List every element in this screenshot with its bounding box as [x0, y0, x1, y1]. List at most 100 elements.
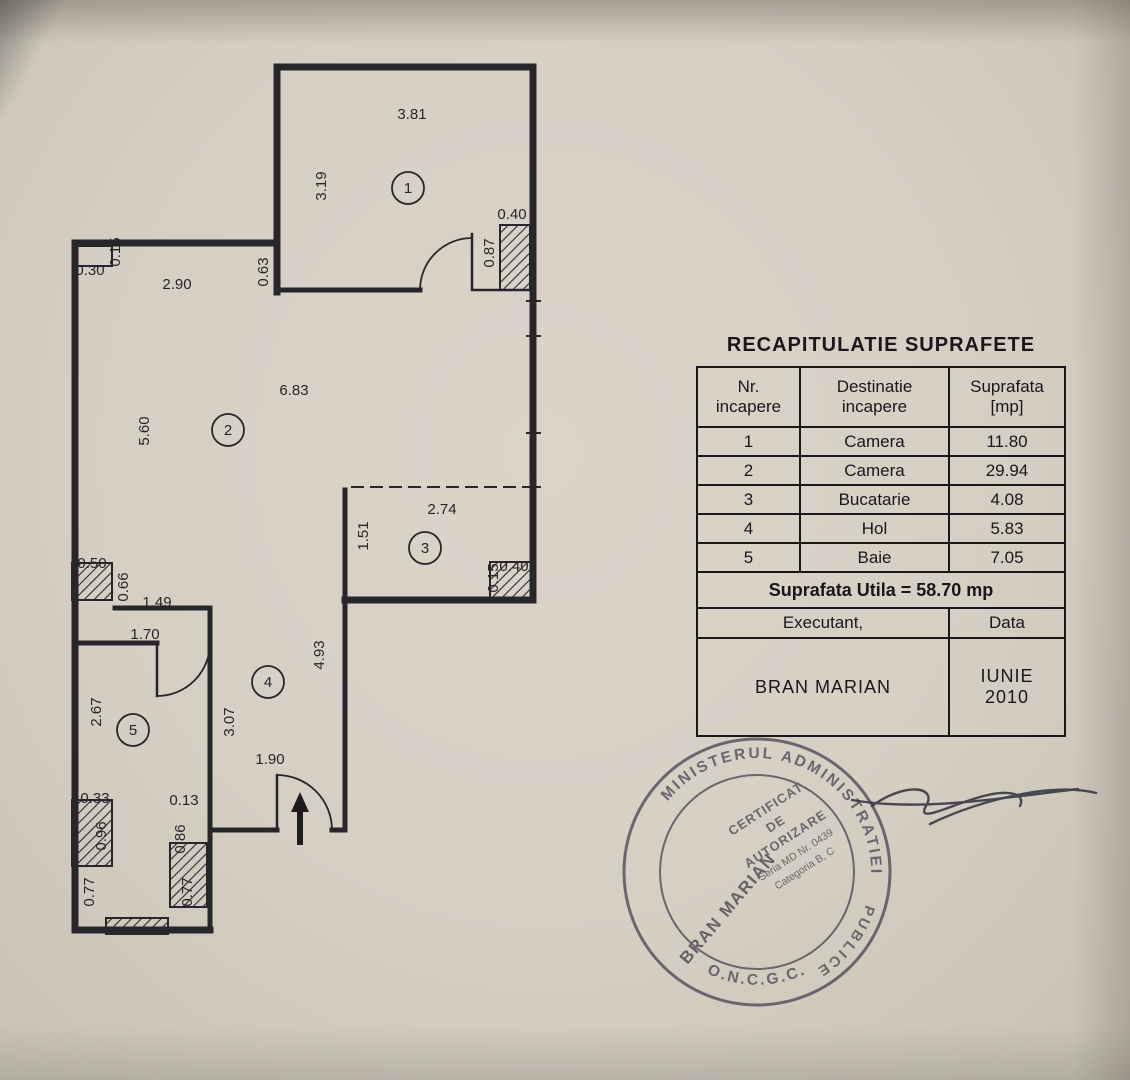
table-row: 3 Bucatarie 4.08: [696, 484, 1066, 515]
recap-title: RECAPITULATIE SUPRAFETE: [726, 334, 1036, 356]
cell-suprafata: 5.83: [948, 513, 1066, 544]
window-hatch-room3: [489, 561, 532, 599]
cell-destinatie: Camera: [799, 455, 950, 486]
window-hatch-bottom: [105, 917, 169, 935]
door-arc-room1: [419, 237, 473, 291]
signature-stroke: [928, 788, 1098, 826]
total-row: Suprafata Utila = 58.70 mp: [696, 571, 1066, 609]
window-tick-marks: [526, 300, 541, 488]
exterior-wall-top-right: [273, 63, 537, 604]
room-number: 5: [129, 722, 137, 739]
walls-group: [71, 63, 541, 934]
col-header-destinatie: Destinatie incapere: [799, 366, 950, 428]
window-hatch-left-upper: [71, 562, 113, 601]
room-number: 4: [264, 674, 272, 691]
cell-nr: 1: [696, 426, 801, 457]
cell-suprafata: 4.08: [948, 484, 1066, 515]
col-header-suprafata: Suprafata [mp]: [948, 366, 1066, 428]
interior-walls: [72, 287, 423, 933]
table-row: 4 Hol 5.83: [696, 513, 1066, 544]
stamp-outer-circle: [622, 737, 892, 1007]
room-number: 2: [224, 422, 232, 439]
table-row: 1 Camera 11.80: [696, 426, 1066, 457]
pillar-outline: [75, 245, 113, 267]
dimension-label: 0.87: [481, 238, 498, 267]
cell-suprafata: 11.80: [948, 426, 1066, 457]
cell-destinatie: Hol: [799, 513, 950, 544]
dimension-label: 3.07: [221, 707, 238, 736]
data-label-cell: Data: [948, 607, 1066, 639]
cell-nr: 2: [696, 455, 801, 486]
dimension-label: 3.19: [313, 171, 330, 200]
col-header-nr: Nr. incapere: [696, 366, 801, 428]
room-number-circle: [408, 531, 442, 565]
dimension-label: 2.90: [162, 276, 191, 293]
total-area-cell: Suprafata Utila = 58.70 mp: [696, 571, 1066, 609]
cell-destinatie: Camera: [799, 426, 950, 457]
room-number-circle: [391, 171, 425, 205]
cell-nr: 5: [696, 542, 801, 573]
dimension-label: 0.66: [115, 572, 132, 601]
room-number: 3: [421, 540, 429, 557]
stamp-ring-bottom-text: O.N.C.G.C.: [705, 961, 809, 989]
dimension-label: 0.40: [497, 206, 526, 223]
cell-suprafata: 7.05: [948, 542, 1066, 573]
recap-table: Nr. incapere Destinatie incapere Suprafa…: [696, 366, 1066, 737]
executant-signature-row: BRAN MARIAN IUNIE 2010: [696, 637, 1066, 737]
dimension-label: 3.81: [397, 106, 426, 123]
dimension-label: 5.60: [136, 416, 153, 445]
date-cell: IUNIE 2010: [948, 637, 1066, 737]
table-row: 5 Baie 7.05: [696, 542, 1066, 573]
door-arc-room5: [156, 642, 211, 697]
hatched-openings-group: [71, 224, 532, 935]
room-badges-group: 1 2 3 4 5: [116, 171, 442, 747]
signature-scribble: [850, 787, 1098, 826]
entrance-arrow: [291, 792, 309, 845]
dimension-label: 2.67: [88, 697, 105, 726]
room-number-circle: [211, 413, 245, 447]
executant-name-cell: BRAN MARIAN: [696, 637, 950, 737]
dimension-label: 0.77: [179, 877, 196, 906]
dimension-label: 0.15: [485, 563, 502, 592]
signature-stroke: [870, 788, 1023, 815]
executant-label-cell: Executant,: [696, 607, 950, 639]
dimension-label: 1.90: [255, 751, 284, 768]
cell-suprafata: 29.94: [948, 455, 1066, 486]
dimension-label: 1.49: [142, 594, 171, 611]
signature-stroke: [850, 787, 1080, 806]
duct-hatch-room5: [169, 842, 208, 908]
room-number-circle: [116, 713, 150, 747]
executant-header-row: Executant, Data: [696, 607, 1066, 639]
room-number-circle: [251, 665, 285, 699]
dimension-label: 0.40: [499, 558, 528, 575]
stamp-inner-circle: [659, 774, 855, 970]
official-stamp: MINISTERUL ADMINISTRATIEI O.N.C.G.C. PUB…: [622, 737, 892, 1007]
dimension-label: 0.96: [93, 821, 110, 850]
dimension-label: 0.33: [80, 790, 109, 807]
cell-nr: 3: [696, 484, 801, 515]
dimension-label: 1.51: [355, 521, 372, 550]
door-arc-entrance: [276, 774, 333, 831]
dimension-label: 0.15: [107, 237, 124, 266]
dimension-label: 0.50: [77, 555, 106, 572]
dimension-label: 0.13: [169, 792, 198, 809]
dimension-label: 0.86: [172, 824, 189, 853]
dimension-label: 2.74: [427, 501, 456, 518]
dimension-label: 1.70: [130, 626, 159, 643]
cell-destinatie: Baie: [799, 542, 950, 573]
dimension-label: 6.83: [279, 382, 308, 399]
shaft-hatch-room1: [499, 224, 531, 291]
window-hatch-left-lower: [71, 799, 113, 867]
cell-nr: 4: [696, 513, 801, 544]
dimension-label: 0.77: [81, 877, 98, 906]
room-number: 1: [404, 180, 412, 197]
table-row: 2 Camera 29.94: [696, 455, 1066, 486]
cell-destinatie: Bucatarie: [799, 484, 950, 515]
dimension-label: 0.30: [75, 262, 104, 279]
stamp-name-text: BRAN MARIAN: [676, 849, 779, 967]
dimension-label: 4.93: [311, 640, 328, 669]
recap-table-section: RECAPITULATIE SUPRAFETE Nr. incapere Des…: [696, 334, 1066, 737]
